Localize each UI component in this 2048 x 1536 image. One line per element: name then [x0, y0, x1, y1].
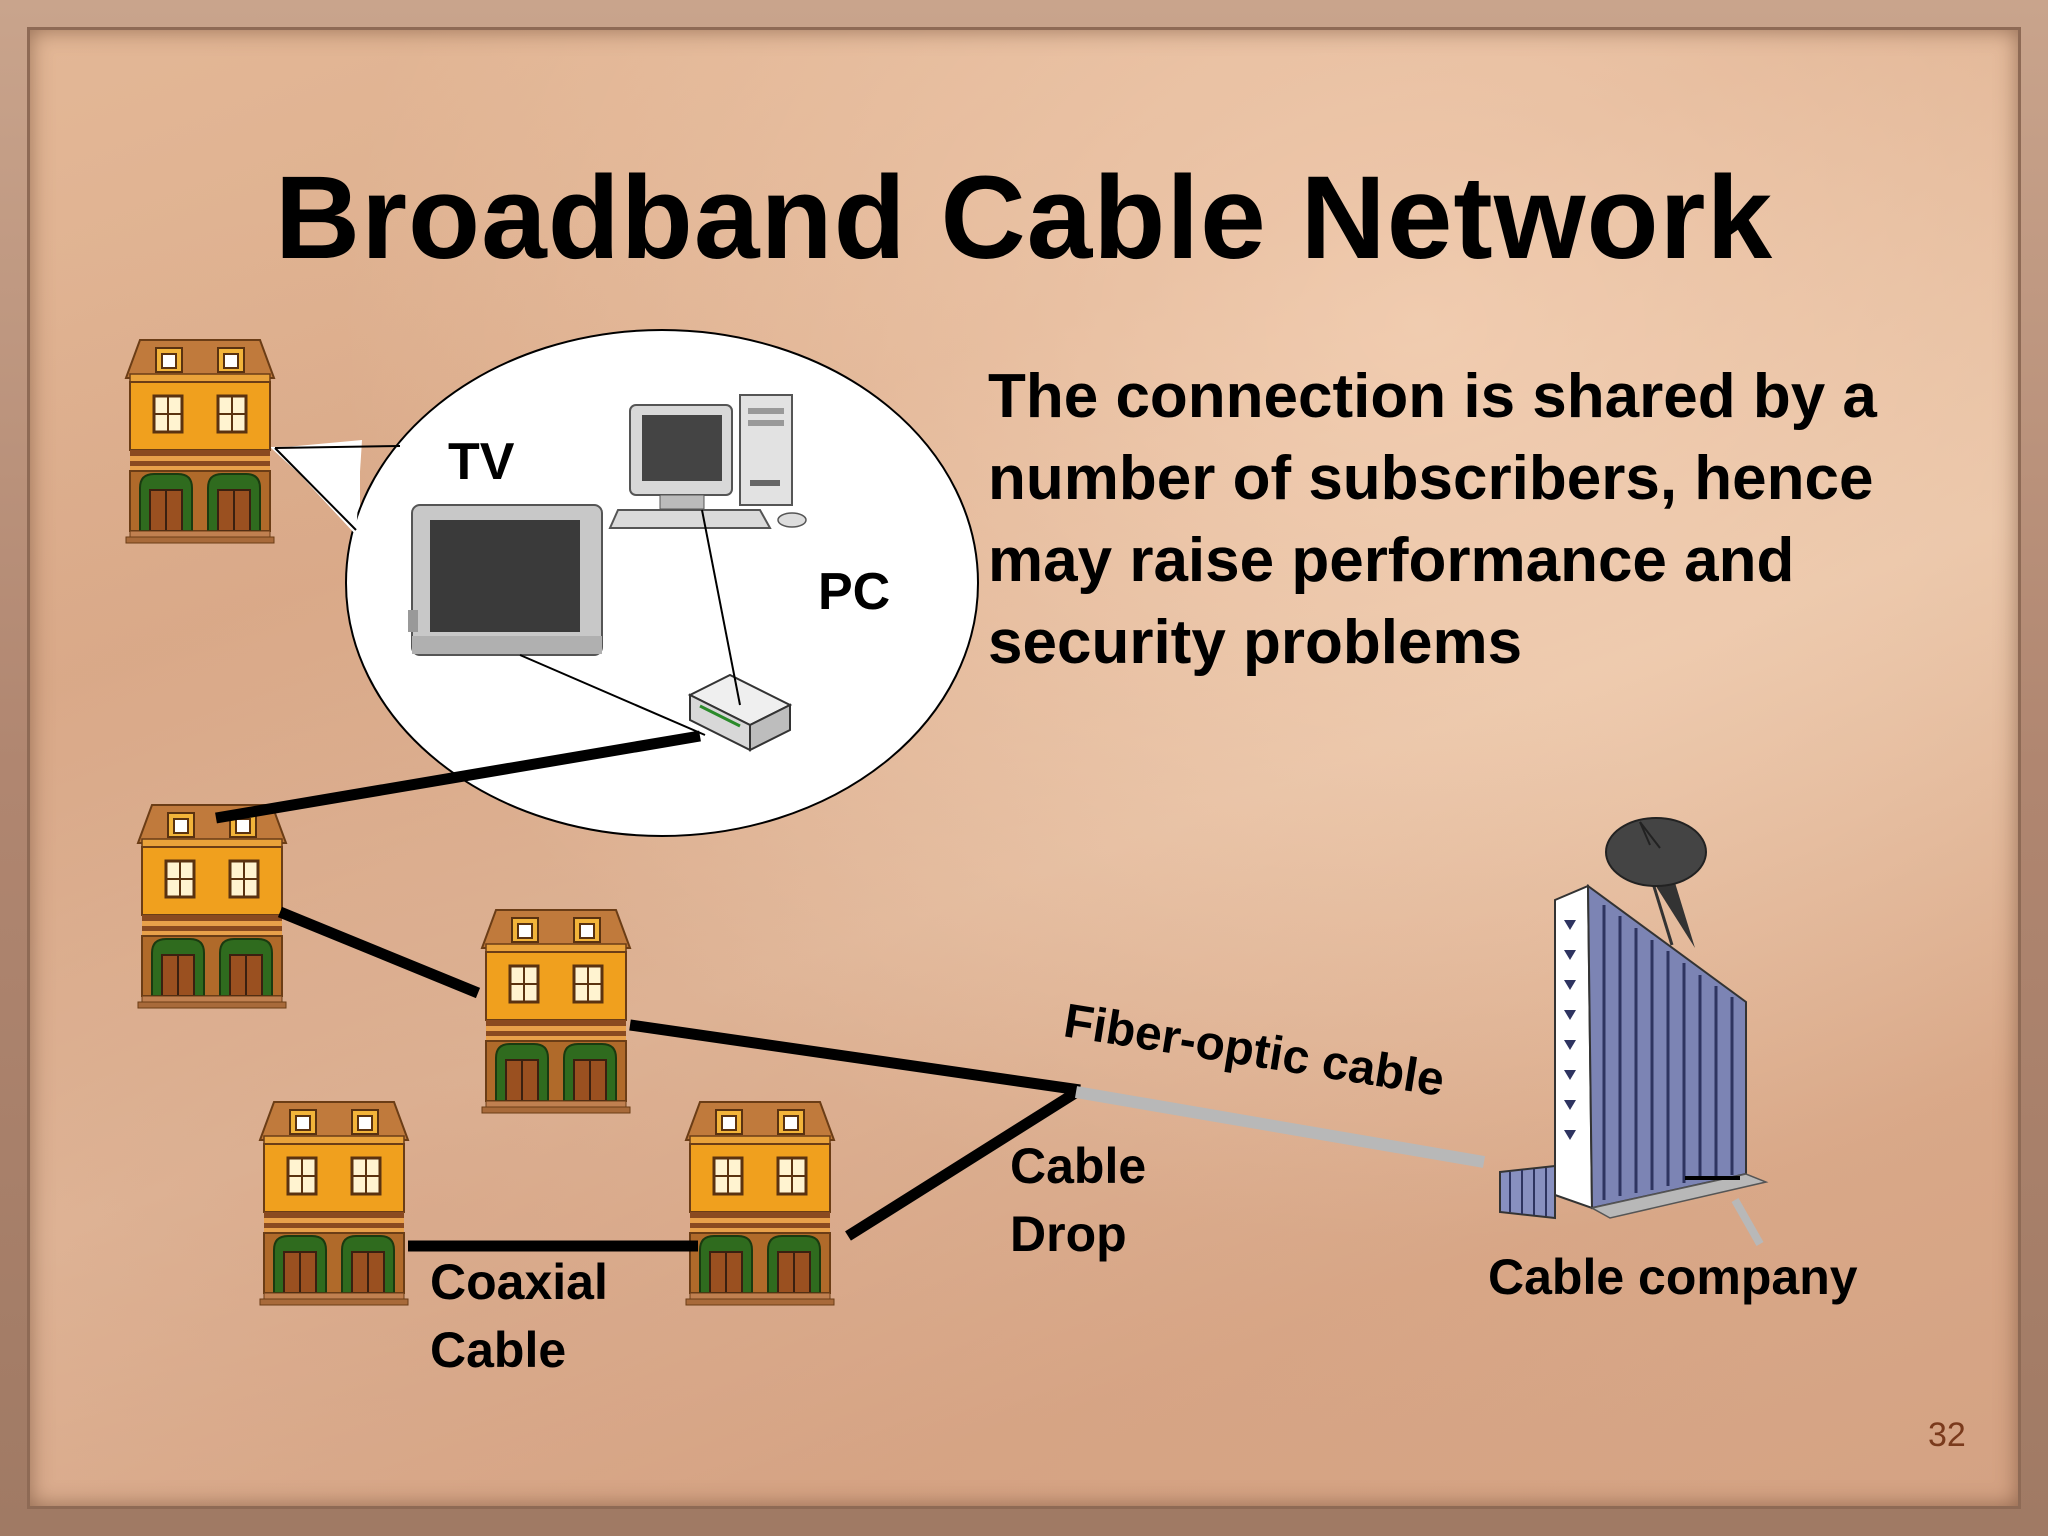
house-icon [480, 908, 632, 1115]
cable-company-label: Cable company [1488, 1249, 1858, 1305]
coaxial-line-2: Cable [430, 1322, 567, 1378]
house-icon [258, 1100, 410, 1307]
house-icon [136, 803, 288, 1010]
coaxial-line-1: Coaxial [430, 1254, 608, 1310]
speech-bubble [270, 329, 979, 837]
page-number: 32 [1928, 1416, 1966, 1454]
slide-description: The connection is shared by a number of … [988, 362, 1877, 677]
tv-icon [408, 504, 603, 656]
cable-drop-line-2: Drop [1010, 1206, 1127, 1262]
pc-label: PC [818, 563, 891, 621]
computer-icon [608, 394, 807, 529]
office-building-icon [1499, 884, 1769, 1246]
slide-title: Broadband Cable Network [274, 152, 1774, 284]
fiber-optic-label: Fiber-optic cable [1060, 995, 1448, 1107]
cable-drop-label: Cable Drop [1010, 1132, 1146, 1268]
satellite-dish-icon [1605, 817, 1707, 948]
house-icon [124, 338, 276, 545]
tv-label: TV [448, 433, 515, 491]
cable-drop-line-1: Cable [1010, 1138, 1147, 1194]
coaxial-cable-label: Coaxial Cable [430, 1248, 608, 1384]
coaxial-lines [215, 730, 1083, 1252]
fiber-optic-line [1074, 1086, 1486, 1168]
house-icon [684, 1100, 836, 1307]
